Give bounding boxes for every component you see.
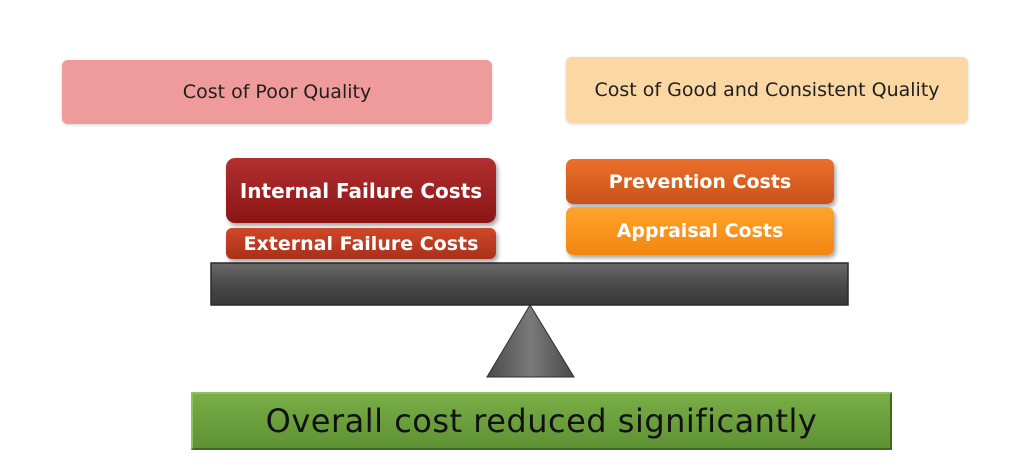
overall-cost-result-label: Overall cost reduced significantly [265, 402, 818, 440]
scale-beam [210, 262, 849, 306]
overall-cost-result-banner: Overall cost reduced significantly [191, 392, 892, 450]
cost-of-good-quality-label: Cost of Good and Consistent Quality [594, 79, 940, 101]
external-failure-costs-block: External Failure Costs [226, 228, 496, 259]
cost-of-poor-quality-label: Cost of Poor Quality [182, 81, 372, 103]
appraisal-costs-block: Appraisal Costs [566, 207, 834, 255]
internal-failure-costs-block: Internal Failure Costs [226, 158, 496, 223]
fulcrum-triangle [486, 304, 575, 378]
cost-of-good-quality-header: Cost of Good and Consistent Quality [566, 57, 968, 123]
internal-failure-costs-label: Internal Failure Costs [239, 178, 483, 203]
prevention-costs-label: Prevention Costs [608, 170, 792, 193]
appraisal-costs-label: Appraisal Costs [616, 220, 784, 242]
external-failure-costs-label: External Failure Costs [243, 232, 479, 255]
prevention-costs-block: Prevention Costs [566, 159, 834, 204]
cost-of-poor-quality-header: Cost of Poor Quality [62, 60, 492, 124]
